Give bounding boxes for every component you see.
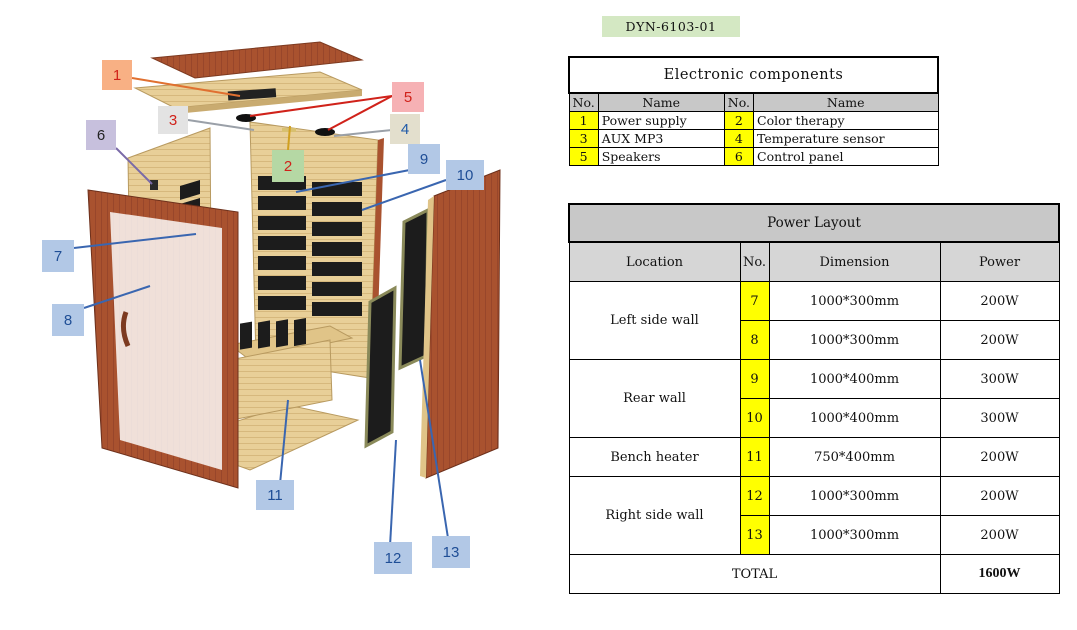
power-cell: 200W — [939, 515, 1060, 555]
table-row: Rear wall 9 1000*400mm 300W — [568, 359, 1060, 438]
power-cell: 200W — [939, 437, 1060, 477]
heater-panel-12 — [364, 285, 397, 449]
callout-4: 4 — [390, 114, 420, 144]
right-side-wall — [425, 169, 501, 479]
door-handle — [120, 311, 131, 348]
callout-6: 6 — [86, 120, 116, 150]
table-header-row: Location No. Dimension Power — [568, 241, 1060, 282]
component-name: Power supply — [597, 111, 725, 130]
col-name: Name — [597, 92, 725, 112]
total-value: 1600W — [939, 554, 1060, 594]
power-layout-table: Power Layout Location No. Dimension Powe… — [568, 203, 1060, 594]
component-name: Color therapy — [753, 111, 939, 130]
power-cell: 300W — [939, 398, 1060, 438]
callout-10: 10 — [446, 160, 484, 190]
power-cell: 200W — [939, 476, 1060, 516]
table-header-row: No. Name No. Name — [568, 92, 939, 112]
heater-panel-10 — [398, 207, 430, 371]
heater-no: 12 — [739, 476, 770, 516]
dimension-cell: 1000*300mm — [768, 476, 941, 516]
callout-9: 9 — [408, 144, 440, 174]
power-cell: 200W — [939, 320, 1060, 360]
power-cell: 200W — [939, 281, 1060, 321]
component-name: Temperature sensor — [753, 129, 939, 148]
rear-wall-heaters — [258, 176, 362, 316]
callout-13: 13 — [432, 536, 470, 568]
total-row: TOTAL 1600W — [568, 554, 1060, 594]
power-supply-box — [227, 88, 277, 101]
component-no: 4 — [723, 129, 755, 148]
component-no: 3 — [568, 129, 599, 148]
component-no: 6 — [723, 147, 755, 166]
total-label: TOTAL — [568, 554, 941, 594]
col-power: Power — [939, 241, 1060, 282]
bench-heater — [240, 318, 306, 350]
location-cell: Bench heater — [568, 437, 741, 477]
callout-11: 11 — [256, 480, 294, 510]
sauna-exploded-diagram — [73, 41, 501, 547]
col-no: No. — [568, 92, 599, 112]
heater-no: 10 — [739, 398, 770, 438]
heater-no: 11 — [739, 437, 770, 477]
table-row: 3 AUX MP3 4 Temperature sensor — [568, 129, 939, 148]
callout-8: 8 — [52, 304, 84, 336]
component-name: AUX MP3 — [597, 129, 725, 148]
component-no: 5 — [568, 147, 599, 166]
table-row: 13 1000*300mm 200W — [569, 515, 1060, 555]
power-cell: 300W — [939, 359, 1060, 399]
component-no: 1 — [568, 111, 599, 130]
callout-2: 2 — [272, 150, 304, 182]
callout-7: 7 — [42, 240, 74, 272]
table-row: Bench heater 11 750*400mm 200W — [568, 437, 1060, 477]
component-no: 2 — [723, 111, 755, 130]
location-cell: Left side wall — [568, 281, 741, 360]
heater-no: 8 — [739, 320, 770, 360]
callout-12: 12 — [374, 542, 412, 574]
callout-5: 5 — [392, 82, 424, 112]
location-cell: Right side wall — [568, 476, 741, 555]
heater-no: 13 — [739, 515, 770, 555]
dimension-cell: 1000*400mm — [768, 359, 941, 399]
power-layout-title: Power Layout — [568, 203, 1060, 243]
electronic-components-title: Electronic components — [568, 56, 939, 94]
roof-panel — [150, 41, 364, 79]
heater-no: 7 — [739, 281, 770, 321]
table-row: 8 1000*300mm 200W — [569, 320, 1060, 360]
col-location: Location — [568, 241, 741, 282]
dimension-cell: 1000*300mm — [768, 320, 941, 360]
dimension-cell: 1000*400mm — [768, 398, 941, 438]
col-dimension: Dimension — [768, 241, 941, 282]
callout-1: 1 — [102, 60, 132, 90]
table-row: 5 Speakers 6 Control panel — [568, 147, 939, 166]
callout-3: 3 — [158, 106, 188, 134]
heater-no: 9 — [739, 359, 770, 399]
table-row: Left side wall 7 1000*300mm 200W — [568, 281, 1060, 360]
speaker-right — [315, 128, 335, 136]
location-cell: Rear wall — [568, 359, 741, 438]
dimension-cell: 1000*300mm — [768, 281, 941, 321]
table-row: 1 Power supply 2 Color therapy — [568, 111, 939, 130]
dimension-cell: 1000*300mm — [768, 515, 941, 555]
control-panel — [150, 180, 158, 190]
dimension-cell: 750*400mm — [768, 437, 941, 477]
leader-lines — [73, 77, 449, 547]
model-code: DYN-6103-01 — [602, 16, 740, 37]
col-no: No. — [723, 92, 755, 112]
col-name: Name — [753, 92, 939, 112]
electronic-components-table: Electronic components No. Name No. Name … — [568, 56, 939, 166]
table-row: Right side wall 12 1000*300mm 200W — [568, 476, 1060, 555]
component-name: Speakers — [597, 147, 725, 166]
col-no: No. — [739, 241, 770, 282]
component-name: Control panel — [753, 147, 939, 166]
